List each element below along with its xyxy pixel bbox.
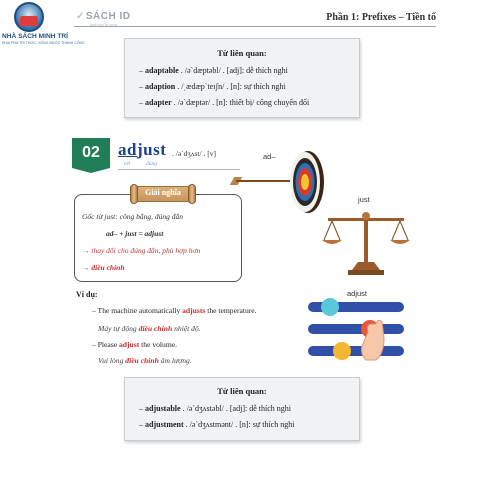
related-word-item: – adjustment . /ə`dʒʌstmənt/ . [n]: sự t…: [139, 420, 295, 429]
related-words-box-bottom: Từ liên quan: – adjustable . /ə`dʒʌstəbl…: [124, 377, 360, 441]
example-keyword: điều chỉnh: [125, 356, 159, 365]
example-translation: Vui lòng điều chỉnh âm lượng.: [98, 356, 192, 365]
headword-divider: [118, 169, 240, 170]
root-meaning: Gốc từ just: công bằng, đúng đắn: [82, 212, 183, 221]
book-icon: [20, 16, 38, 26]
examples-heading: Ví dụ:: [76, 290, 98, 299]
section-title: Phần 1: Prefixes – Tiền tố: [326, 12, 436, 23]
target-label: ad–: [263, 152, 276, 161]
target-icon: [290, 151, 324, 213]
related-word-item: – adaption . /ˌædæp`teɪʃn/ . [n]: sự thí…: [139, 82, 286, 91]
word-formula: ad– + just = adjust: [106, 229, 164, 238]
example-keyword: adjust: [119, 340, 140, 349]
headword-prefix: ad: [118, 140, 137, 159]
example-sentence: – Please adjust the volume.: [92, 340, 177, 349]
publisher-logo-emblem: [14, 2, 44, 32]
series-logo-tagline: sách học từ vựng: [90, 23, 118, 27]
headword-pronunciation: . /ə`dʒʌst/ . [v]: [172, 149, 216, 158]
scroll-roll-left: [130, 184, 138, 204]
scroll-roll-right: [188, 184, 196, 204]
related-word-definition: . /ˌædæp`teɪʃn/ . [n]: sự thích nghi: [175, 82, 286, 91]
example-translation: Máy tự động điều chỉnh nhiệt độ.: [98, 324, 201, 333]
related-word-definition: . /ə`dæptər/ . [n]: thiết bị/ công chuyể…: [171, 98, 310, 107]
adjustment-sliders-icon: [308, 298, 404, 361]
related-word-item: – adapter . /ə`dæptər/ . [n]: thiết bị/ …: [139, 98, 310, 107]
related-word: adjustable: [145, 404, 181, 413]
headword-root: just: [136, 140, 167, 159]
related-word-definition: . /ə`dʒʌstəbl/ . [adj]: dễ thích nghi: [180, 404, 291, 413]
related-word: adaptable: [145, 66, 179, 75]
publisher-name: NHÀ SÁCH MINH TRÍ: [2, 33, 68, 40]
series-logo: ✓SÁCH ID: [76, 11, 131, 22]
example-text: Máy tự động: [98, 324, 139, 333]
example-text: the volume.: [139, 340, 178, 349]
example-keyword: adjusts: [182, 306, 206, 315]
related-word-definition: . /ə`dʒʌstmənt/ . [n]: sự thích nghi: [183, 420, 295, 429]
header-divider: [74, 26, 436, 27]
root-note: đúng: [146, 161, 157, 167]
scale-label: just: [358, 195, 370, 204]
publisher-logo: NHÀ SÁCH MINH TRÍ KHAI PHÁ TRI THỨC, VỮN…: [2, 2, 85, 50]
example-text: Vui lòng: [98, 356, 126, 365]
headword: adjust: [118, 140, 166, 160]
related-word-item: – adjustable . /ə`dʒʌstəbl/ . [adj]: dễ …: [139, 404, 291, 413]
literal-meaning: → thay đổi cho đúng đắn, phù hợp hơn: [82, 246, 201, 255]
related-words-title: Từ liên quan:: [217, 48, 267, 58]
example-sentence: – The machine automatically adjusts the …: [92, 306, 257, 315]
checkmark-icon: ✓: [76, 11, 85, 22]
related-words-box-top: Từ liên quan: – adaptable . /ə`dæptəbl/ …: [124, 38, 360, 118]
balance-scale-icon: [322, 212, 410, 275]
example-text: âm lượng.: [158, 356, 192, 365]
sliders-label: adjust: [347, 289, 368, 298]
related-word-item: – adaptable . /ə`dæptəbl/ . [adj]: dễ th…: [139, 66, 288, 75]
example-text: nhiệt độ.: [172, 324, 201, 333]
example-text: – Please: [92, 340, 119, 349]
example-keyword: điều chỉnh: [138, 324, 173, 333]
related-words-title: Từ liên quan:: [217, 386, 267, 396]
entry-number-badge: 02: [72, 138, 110, 173]
example-text: – The machine automatically: [92, 306, 183, 315]
related-word: adjustment: [145, 420, 184, 429]
related-word: adaption: [145, 82, 176, 91]
arrow-icon: [236, 180, 292, 182]
example-text: the temperature.: [205, 306, 257, 315]
final-meaning: → điều chỉnh: [82, 263, 125, 272]
related-word: adapter: [145, 98, 172, 107]
meaning-banner-label: Giải nghĩa: [145, 188, 181, 197]
series-logo-text: SÁCH ID: [85, 11, 131, 22]
related-word-definition: . /ə`dæptəbl/ . [adj]: dễ thích nghi: [178, 66, 288, 75]
prefix-note: tới: [124, 161, 130, 167]
publisher-tagline: KHAI PHÁ TRI THỨC, VỮNG BƯỚC THÀNH CÔNG: [2, 41, 85, 45]
meaning-banner: Giải nghĩa: [130, 184, 196, 204]
